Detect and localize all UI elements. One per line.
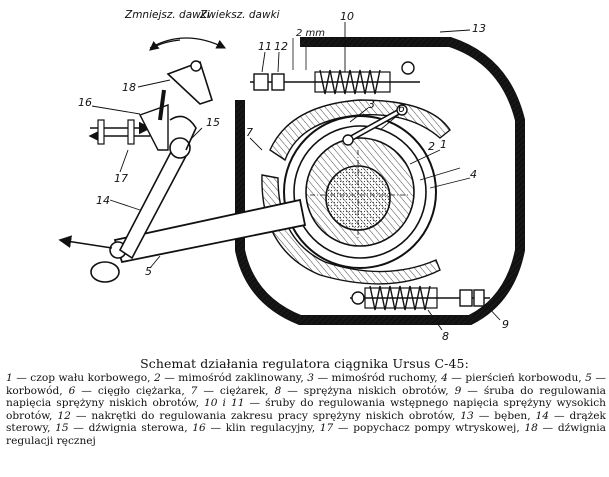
legend-entry: 8 — sprężyna niskich obrotów <box>275 385 446 397</box>
legend-description: — cięgło ciężarka <box>75 384 182 397</box>
legend-number: 12 <box>57 409 71 422</box>
gap-label: 2 mm <box>296 28 325 39</box>
label-4: 4 <box>470 168 477 181</box>
legend-entry: 1 — czop wału korbowego <box>6 372 147 384</box>
drum <box>235 37 525 325</box>
legend-entry: 16 — klin regulacyjny <box>192 422 311 434</box>
label-10: 10 <box>340 10 354 23</box>
label-1: 1 <box>440 138 447 151</box>
legend-text: 1 — czop wału korbowego, 2 — mimośród za… <box>6 372 606 447</box>
legend-entry: 13 — bęben <box>460 410 527 422</box>
label-3: 3 <box>368 98 375 111</box>
label-16: 16 <box>78 96 92 109</box>
legend-entry: 6 — cięgło ciężarka <box>69 385 182 397</box>
legend-entry: 10 i 11 — śruby do regulowania wstępnego… <box>6 397 606 422</box>
legend-number: 9 <box>454 384 462 397</box>
legend-description: — dźwignia regulacji ręcznej <box>6 422 606 447</box>
label-5: 5 <box>145 265 152 278</box>
legend-description: — popychacz pompy wtryskowej <box>333 422 517 435</box>
legend-description: — sprężyna niskich obrotów <box>281 384 446 397</box>
label-13: 13 <box>472 22 486 35</box>
legend-description: — klin regulacyjny <box>205 422 312 435</box>
legend-number: 4 <box>441 372 448 384</box>
legend-number: 10 i 11 <box>203 397 245 410</box>
legend-number: 17 <box>319 422 334 435</box>
manual-lever <box>149 37 227 121</box>
legend-entry: 4 — pierścień korbowodu <box>441 372 578 384</box>
label-11: 11 <box>258 40 272 53</box>
legend-entry: 18 — dźwignia regulacji ręcznej <box>6 422 606 447</box>
legend-description: — czop wału korbowego <box>12 372 148 384</box>
decrease-label: Zmniejsz. dawki <box>124 9 210 21</box>
label-15: 15 <box>206 116 220 129</box>
label-17: 17 <box>114 172 128 185</box>
lower-spring <box>350 285 490 311</box>
label-14: 14 <box>96 194 110 207</box>
label-8: 8 <box>442 330 449 343</box>
legend-number: 16 <box>192 422 206 435</box>
label-6: 6 <box>398 102 405 115</box>
legend-description: — bęben <box>473 409 528 422</box>
label-18: 18 <box>122 81 136 94</box>
legend-description: — mimośród zaklinowany <box>160 372 301 384</box>
weight-link <box>342 104 408 146</box>
legend-description: — korbowód <box>6 372 606 397</box>
legend-entry: 14 — drążek sterowy <box>6 410 606 435</box>
legend-entry: 2 — mimośród zaklinowany <box>154 372 300 384</box>
legend-number: 14 <box>535 409 550 422</box>
legend-number: 6 <box>68 384 76 397</box>
legend-description: — dźwignia sterowa <box>68 422 185 435</box>
legend-number: 15 <box>55 422 69 435</box>
connecting-rod <box>109 198 307 264</box>
control-rod <box>58 115 197 283</box>
label-9: 9 <box>502 318 509 331</box>
legend-number: 18 <box>524 422 538 435</box>
label-12: 12 <box>274 40 288 53</box>
legend-description: — nakrętki do regulowania zakresu pracy … <box>70 409 452 422</box>
legend-description: — mimośród ruchomy <box>313 372 435 384</box>
legend-entry: 3 — mimośród ruchomy <box>307 372 434 384</box>
legend-number: 2 <box>153 372 161 384</box>
legend-entry: 12 — nakrętki do regulowania zakresu pra… <box>57 410 452 422</box>
legend-entry: 15 — dźwignia sterowa <box>55 422 184 434</box>
caption-title: Schemat działania regulatora ciągnika Ur… <box>140 356 469 371</box>
label-2: 2 <box>428 140 435 153</box>
legend-description: — pierścień korbowodu <box>447 372 579 384</box>
legend-number: 7 <box>190 384 198 397</box>
regulator-diagram: Zmniejsz. dawki Zwieksz. dawki 2 mm 1 2 … <box>58 9 525 343</box>
legend-entry: 5 — korbowód <box>6 372 606 397</box>
figure-caption: Schemat działania regulatora ciągnika Ur… <box>0 356 609 448</box>
legend-description: — drążek sterowy <box>6 409 606 435</box>
increase-label: Zwieksz. dawki <box>199 9 280 21</box>
weight <box>261 99 451 285</box>
legend-entry: 17 — popychacz pompy wtryskowej <box>320 422 517 434</box>
label-7: 7 <box>246 126 253 139</box>
legend-number: 13 <box>460 409 474 422</box>
legend-number: 5 <box>585 372 592 384</box>
legend-entry: 9 — śruba do regulowania napięcia spręży… <box>6 385 606 410</box>
legend-description: — śruby do regulowania wstępnego napięci… <box>6 397 606 422</box>
legend-number: 8 <box>274 384 282 397</box>
legend-entry: 7 — ciężarek <box>191 385 266 397</box>
legend-number: 3 <box>307 372 314 384</box>
legend-number: 1 <box>6 372 13 384</box>
legend-description: — śruba do regulowania napięcia sprężyny… <box>6 384 606 410</box>
upper-spring <box>250 38 420 95</box>
legend-description: — ciężarek <box>197 384 266 397</box>
eccentric-assembly <box>283 115 437 269</box>
